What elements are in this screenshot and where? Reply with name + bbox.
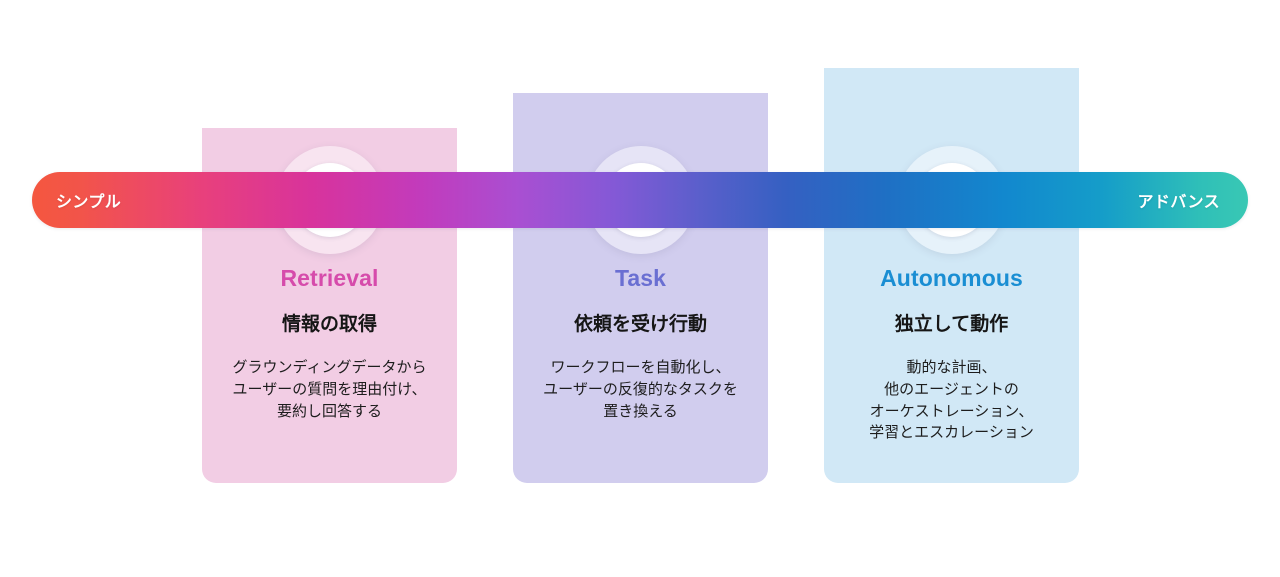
spectrum-label-advanced: アドバンス — [1137, 194, 1220, 211]
stage-card-task: Task 依頼を受け行動 ワークフローを自動化し、 ユーザーの反復的なタスクを … — [513, 93, 768, 483]
stage-description: 動的な計画、 他のエージェントの オーケストレーション、 学習とエスカレーション — [869, 359, 1034, 442]
stage-name: Autonomous — [880, 265, 1023, 291]
stage-headline: 情報の取得 — [281, 314, 377, 336]
card-body: Autonomous 独立して動作 動的な計画、 他のエージェントの オーケスト… — [824, 265, 1079, 444]
maturity-spectrum-bar: シンプル アドバンス — [32, 172, 1248, 228]
card-body: Retrieval 情報の取得 グラウンディングデータから ユーザーの質問を理由… — [202, 265, 457, 422]
spectrum-label-simple: シンプル — [56, 194, 122, 211]
card-body: Task 依頼を受け行動 ワークフローを自動化し、 ユーザーの反復的なタスクを … — [513, 265, 768, 422]
stage-description: グラウンディングデータから ユーザーの質問を理由付け、 要約し回答する — [232, 359, 427, 420]
stage-headline: 依頼を受け行動 — [573, 314, 707, 336]
stage-description: ワークフローを自動化し、 ユーザーの反復的なタスクを 置き換える — [543, 359, 738, 420]
stage-card-autonomous: Autonomous 独立して動作 動的な計画、 他のエージェントの オーケスト… — [824, 68, 1079, 483]
stage-headline: 独立して動作 — [894, 314, 1009, 336]
stage-name: Task — [614, 265, 667, 291]
stage-name: Retrieval — [280, 265, 379, 291]
